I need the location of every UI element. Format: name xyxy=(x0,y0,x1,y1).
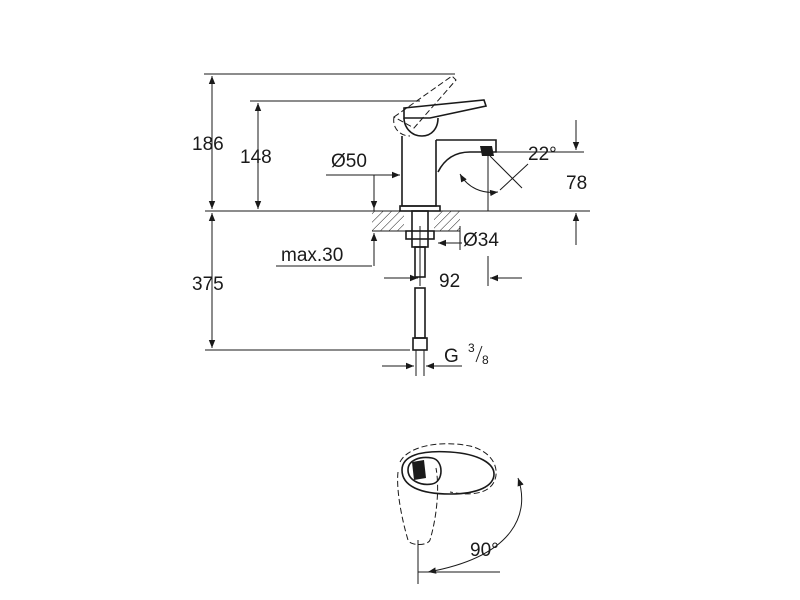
lever-cap xyxy=(403,117,439,137)
lever-indicator xyxy=(412,460,426,480)
thread-numerator: 3 xyxy=(468,341,475,355)
side-view: 186 148 375 xyxy=(192,73,590,376)
spout-drop-label: 78 xyxy=(566,173,587,194)
lever-top-outline xyxy=(401,450,495,495)
hose-fitting xyxy=(412,337,428,351)
hole-diameter-label: Ø34 xyxy=(463,230,499,251)
body-diameter-label: Ø50 xyxy=(331,151,367,172)
lever-top-inner xyxy=(407,456,442,486)
top-view: 90° xyxy=(397,443,524,584)
lever-rotated-position xyxy=(397,467,439,545)
thread-fraction-slash xyxy=(475,345,483,363)
lever-handle xyxy=(403,99,488,119)
counter-hatch-left xyxy=(372,211,404,231)
spout-height-label: 148 xyxy=(240,147,272,168)
spout-angle-label: 22° xyxy=(528,144,557,165)
spout-angle-arc xyxy=(459,173,499,197)
thread-label: G xyxy=(444,346,459,367)
counter-hatch-right xyxy=(434,211,460,231)
rotation-angle-arc xyxy=(427,477,524,574)
spout-outlet xyxy=(480,146,494,156)
supply-hose-lower xyxy=(414,287,426,339)
projection-label: 92 xyxy=(439,271,460,292)
lever-open-position-base xyxy=(393,116,411,137)
lever-open-position xyxy=(393,75,457,129)
thread-denominator: 8 xyxy=(482,353,489,367)
rotation-angle-label: 90° xyxy=(470,540,499,561)
total-height-label: 186 xyxy=(192,134,224,155)
max-thickness-label: max.30 xyxy=(281,245,343,266)
faucet-body xyxy=(401,136,437,207)
spout-angle-leader xyxy=(489,155,523,189)
spout-angle-leader-2 xyxy=(499,163,529,191)
hose-length-label: 375 xyxy=(192,274,224,295)
